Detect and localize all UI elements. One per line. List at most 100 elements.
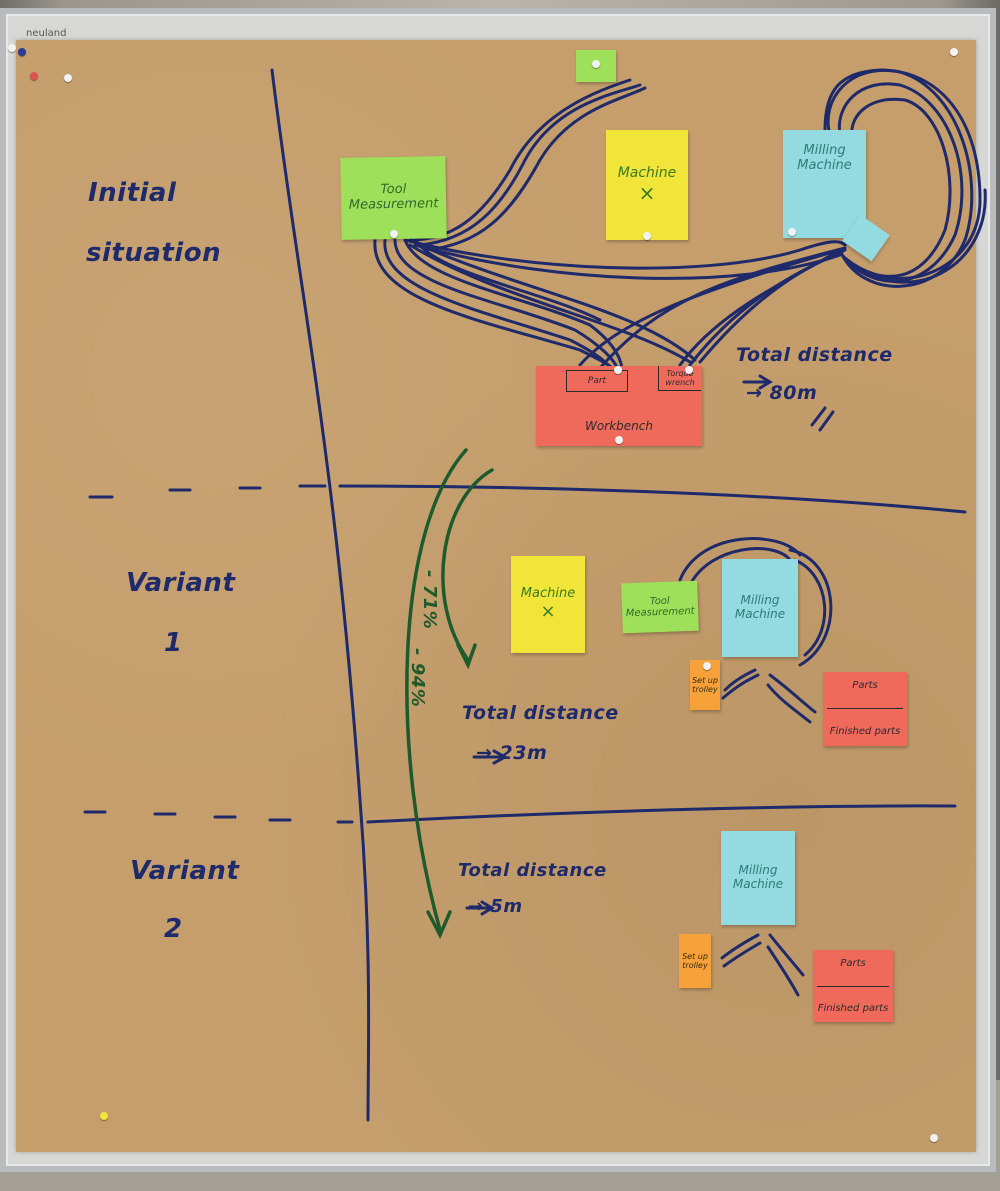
route-line	[423, 86, 647, 252]
distance-variant1-value: → 23m	[476, 742, 548, 764]
divider-2-solid	[366, 804, 957, 824]
note-set-up-trolley-variant2: Set up trolley	[679, 934, 711, 988]
distance-variant2-label: Total distance	[458, 860, 607, 881]
note-text: Finished parts	[817, 1002, 889, 1014]
distance-initial-value: → 80m	[746, 382, 818, 404]
pin	[390, 230, 398, 238]
row-label-variant1-line2: 1	[164, 628, 183, 658]
route-line	[418, 243, 697, 362]
route-line	[578, 248, 842, 367]
note-machine-initial: Machine ×	[606, 130, 688, 240]
distance-variant1-label: Total distance	[462, 702, 619, 724]
route-line	[768, 933, 805, 977]
distance-initial-label: Total distance	[736, 344, 893, 366]
note-text: Milling Machine	[797, 143, 852, 173]
route-line	[413, 238, 602, 322]
note-text: Machine	[520, 585, 576, 601]
route-line	[408, 243, 692, 364]
route-line	[722, 941, 762, 968]
route-line	[393, 238, 620, 372]
route-line	[373, 238, 617, 372]
route-line	[418, 83, 642, 247]
brand-label: neuland	[26, 28, 66, 39]
arrow-variant2	[465, 900, 495, 916]
pin	[30, 72, 38, 80]
note-text: Parts	[840, 958, 866, 969]
note-machine-variant1: Machine ×	[511, 556, 585, 653]
row-label-variant1: Variant	[126, 568, 235, 598]
note-text: Set up trolley	[682, 951, 708, 970]
route-line	[766, 683, 812, 724]
reduction-variant1: - 71%	[419, 570, 440, 630]
route-line	[403, 238, 624, 370]
pin	[643, 232, 651, 240]
route-line	[698, 248, 847, 364]
row-label-initial: Initial	[88, 178, 176, 208]
note-text: Parts	[852, 680, 878, 692]
row-label-variant2-line2: 2	[164, 914, 183, 944]
divider-1-solid	[338, 484, 967, 514]
note-tool-measurement-initial: Tool Measurement	[340, 156, 447, 240]
row-label-initial-2: situation	[86, 238, 221, 268]
note-text: Tool Measurement	[625, 595, 695, 620]
route-line	[766, 945, 800, 997]
pin	[100, 1112, 108, 1120]
pin	[950, 48, 958, 56]
pin	[788, 228, 796, 236]
route-line	[793, 558, 827, 657]
note-part-box: Part	[566, 370, 628, 392]
arrow-reduction-variant2	[405, 448, 468, 932]
route-line	[720, 933, 760, 960]
row-label-variant2: Variant	[130, 856, 239, 886]
divider-1-dashed	[88, 484, 327, 499]
route-line	[721, 673, 760, 700]
note-milling-machine-initial: Milling Machine	[783, 130, 866, 238]
divider-2-dashed	[83, 810, 354, 824]
note-text: Machine	[617, 165, 677, 182]
note-text: Milling Machine	[734, 593, 786, 621]
arrow-reduction-variant1	[441, 468, 494, 662]
reduction-variant2: - 94%	[407, 648, 428, 708]
pin	[615, 436, 623, 444]
route-line	[678, 537, 802, 582]
pin	[592, 60, 600, 68]
cross-mark: ×	[638, 180, 656, 205]
pin	[703, 662, 711, 670]
row-label-variant1-line1: Variant	[126, 568, 236, 598]
row-label-variant1-num: 1	[164, 628, 183, 658]
row-label-variant2-num: 2	[164, 914, 183, 944]
note-text: Tool Measurement	[348, 181, 439, 213]
arrow-variant1	[472, 749, 509, 765]
note-tool-measurement-variant1: Tool Measurement	[621, 580, 699, 634]
route-line	[843, 97, 952, 278]
note-workbench-initial: Workbench	[536, 366, 702, 446]
note-parts-variant2: Parts Finished parts	[813, 950, 893, 1022]
note-torque-wrench-box: Torque wrench	[658, 366, 701, 391]
row-label-initial-line1: Initial	[88, 178, 177, 208]
note-milling-machine-variant1: Milling Machine	[722, 559, 798, 657]
pin	[930, 1134, 938, 1142]
route-line	[788, 548, 833, 667]
note-text: Finished parts	[829, 726, 901, 738]
route-line	[723, 668, 757, 692]
pin	[64, 74, 72, 82]
route-line	[688, 547, 792, 587]
note-text: Workbench	[585, 419, 653, 434]
row-label-variant2-line1: Variant	[130, 856, 240, 886]
initial-strike	[810, 406, 835, 432]
axis-vertical-line	[270, 68, 371, 1122]
pin	[8, 44, 16, 52]
arrow-reduction-variant1-head	[456, 643, 477, 670]
route-line	[598, 246, 847, 370]
brand-text: neuland	[26, 28, 67, 39]
cross-mark: ×	[540, 600, 556, 622]
pin	[18, 48, 26, 56]
note-text: Set up trolley	[692, 675, 718, 694]
note-text: Torque wrench	[665, 368, 695, 387]
note-milling-machine-variant2: Milling Machine	[721, 831, 795, 925]
route-line	[768, 673, 817, 714]
note-divider-line	[817, 985, 889, 987]
note-divider-line	[827, 708, 903, 710]
note-text: Part	[587, 375, 607, 386]
